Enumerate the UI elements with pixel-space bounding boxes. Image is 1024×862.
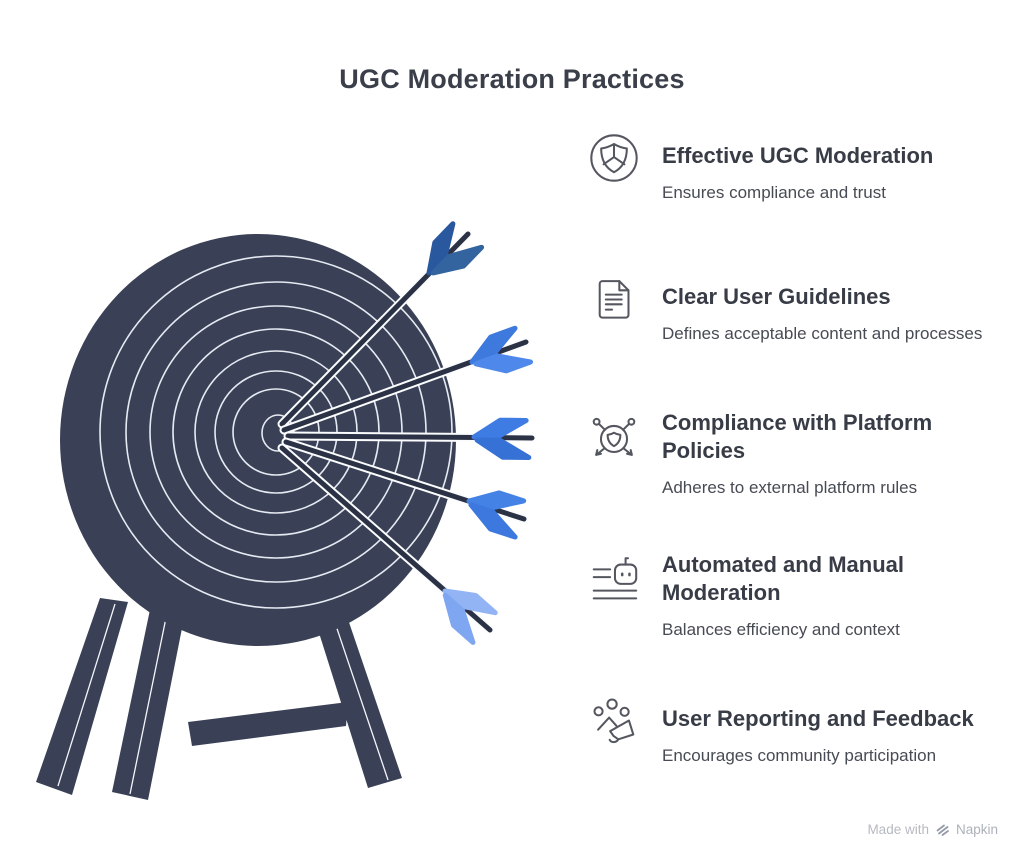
watermark: Made with Napkin bbox=[867, 822, 998, 837]
watermark-brand: Napkin bbox=[955, 822, 998, 837]
feature-title: Clear User Guidelines bbox=[662, 284, 891, 309]
arrow-4 bbox=[281, 437, 529, 540]
robot-checklist-icon bbox=[586, 551, 642, 609]
feature-description: Encourages community participation bbox=[662, 746, 937, 765]
napkin-logo-icon bbox=[936, 824, 949, 836]
document-guidelines-icon bbox=[586, 270, 642, 328]
feature-description: Ensures compliance and trust bbox=[662, 183, 886, 202]
feature-item-platform-policies: Compliance with Platform Policies Adhere… bbox=[586, 409, 932, 498]
arrow-2 bbox=[279, 325, 534, 435]
arrow-5 bbox=[277, 443, 498, 645]
network-shield-icon bbox=[586, 409, 642, 467]
arrow-1 bbox=[277, 221, 485, 429]
arrow-3 bbox=[283, 417, 537, 460]
feature-item-user-guidelines: Clear User Guidelines Defines acceptable… bbox=[586, 280, 983, 344]
shield-badge-icon bbox=[586, 129, 642, 187]
target-arrows bbox=[277, 221, 537, 645]
community-megaphone-icon bbox=[586, 692, 642, 750]
feature-item-automated-manual: Automated and Manual Moderation Balances… bbox=[586, 551, 904, 640]
feature-description: Adheres to external platform rules bbox=[662, 478, 918, 497]
feature-item-user-reporting: User Reporting and Feedback Encourages c… bbox=[586, 698, 974, 766]
feature-description: Defines acceptable content and processes bbox=[662, 324, 983, 343]
feature-title: Compliance with Platform Policies bbox=[662, 410, 933, 463]
target-illustration bbox=[36, 221, 537, 800]
feature-title: Effective UGC Moderation bbox=[662, 143, 934, 168]
feature-title: User Reporting and Feedback bbox=[662, 706, 974, 731]
page-title: UGC Moderation Practices bbox=[339, 64, 685, 95]
feature-description: Balances efficiency and context bbox=[662, 620, 900, 639]
target-board bbox=[60, 234, 456, 646]
feature-title: Automated and Manual Moderation bbox=[662, 552, 905, 605]
watermark-prefix: Made with bbox=[867, 822, 929, 837]
feature-item-effective-moderation: Effective UGC Moderation Ensures complia… bbox=[586, 134, 934, 203]
